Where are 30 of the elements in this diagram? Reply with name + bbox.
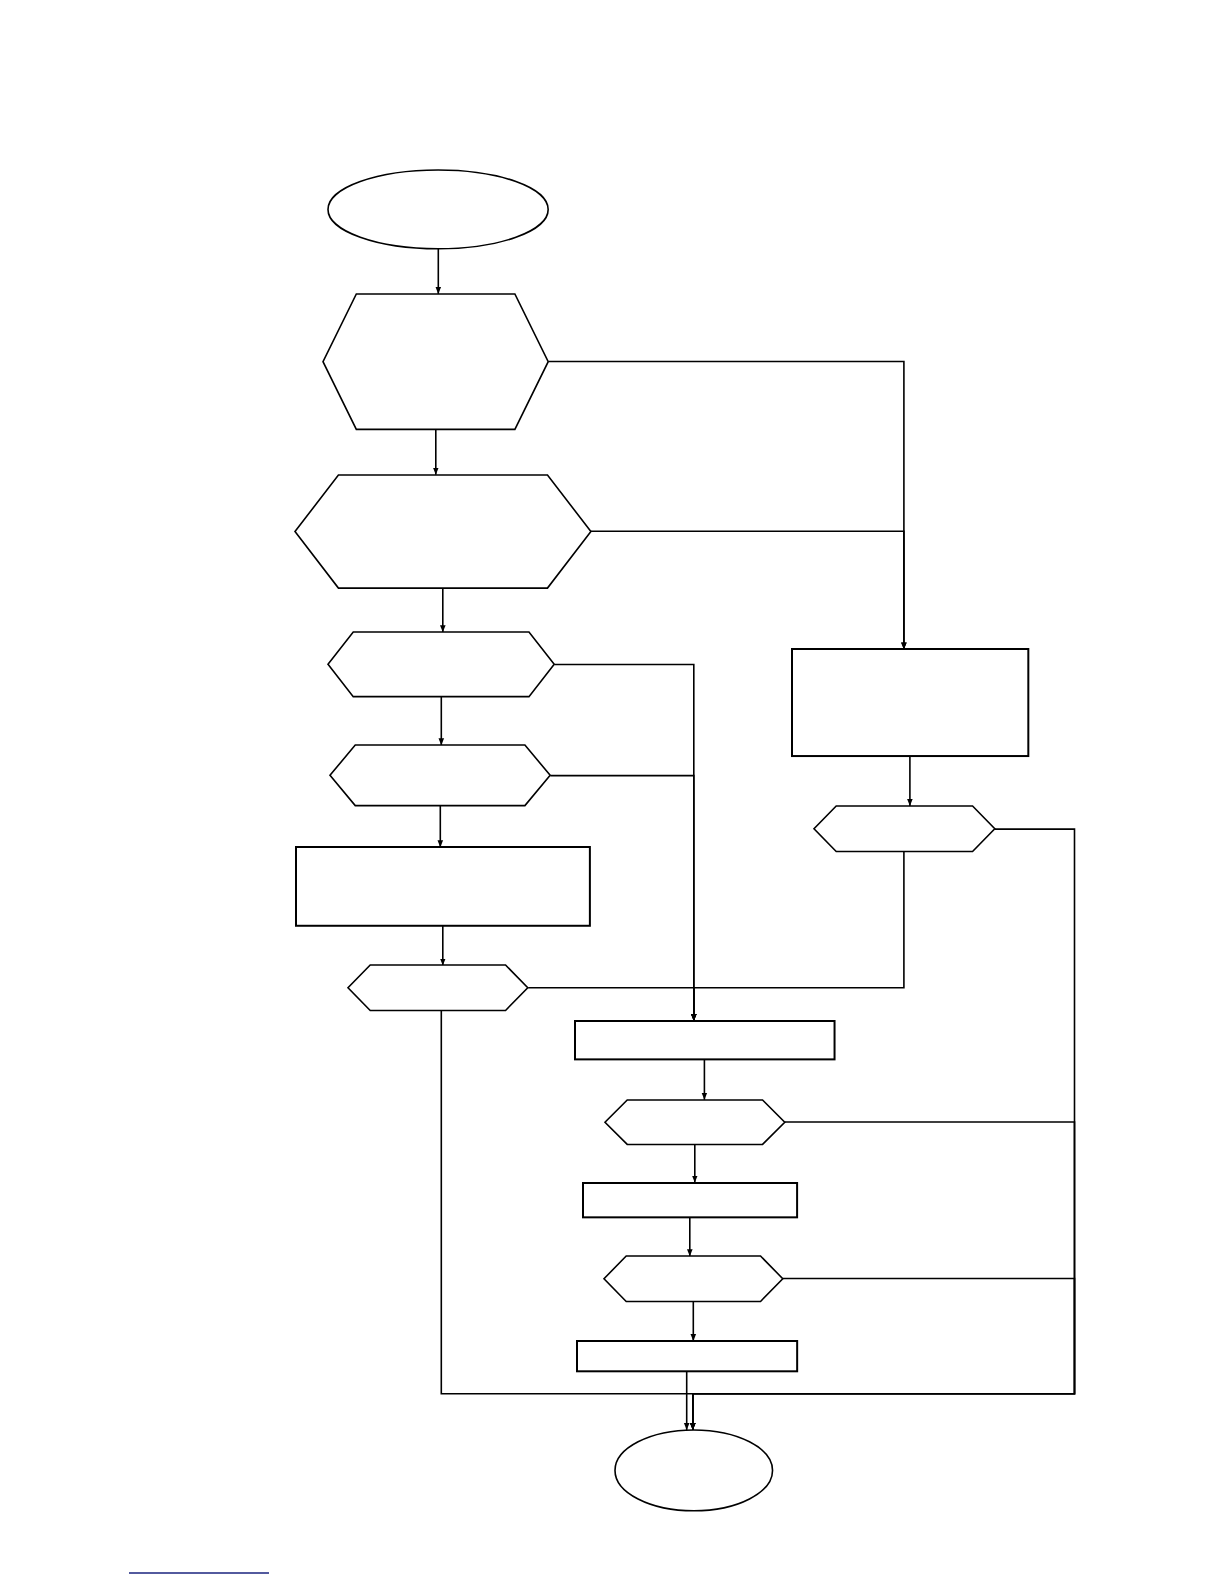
- decision-hexagon: [603, 1256, 783, 1302]
- process-box: [295, 847, 590, 927]
- process-box: [582, 1182, 797, 1217]
- process-box: [574, 1021, 835, 1060]
- arrow: [440, 587, 446, 633]
- arrow: [683, 1370, 690, 1431]
- arrow: [690, 1301, 697, 1342]
- arrow: [691, 850, 905, 1022]
- decision-hexagon: [330, 745, 551, 806]
- arrow: [438, 696, 445, 747]
- decision-hexagon: [294, 474, 591, 588]
- decision-hexagon: [813, 805, 995, 852]
- arrow: [907, 755, 913, 807]
- arrow: [440, 925, 446, 967]
- decision-hexagon: [328, 632, 555, 697]
- arrow: [701, 1058, 708, 1101]
- decision-hexagon: [604, 1099, 785, 1145]
- arrow: [435, 247, 442, 295]
- process-box: [576, 1341, 797, 1372]
- terminal-ellipse: [328, 169, 549, 249]
- arrow: [687, 1216, 693, 1258]
- decision-hexagon: [323, 293, 549, 430]
- decision-hexagon: [348, 965, 529, 1011]
- arrow: [433, 428, 439, 476]
- process-box: [791, 649, 1029, 757]
- arrow: [690, 1277, 1076, 1431]
- arrow: [692, 1143, 698, 1184]
- terminal-ellipse: [615, 1430, 773, 1511]
- arrow: [437, 805, 444, 849]
- arrow: [590, 530, 907, 651]
